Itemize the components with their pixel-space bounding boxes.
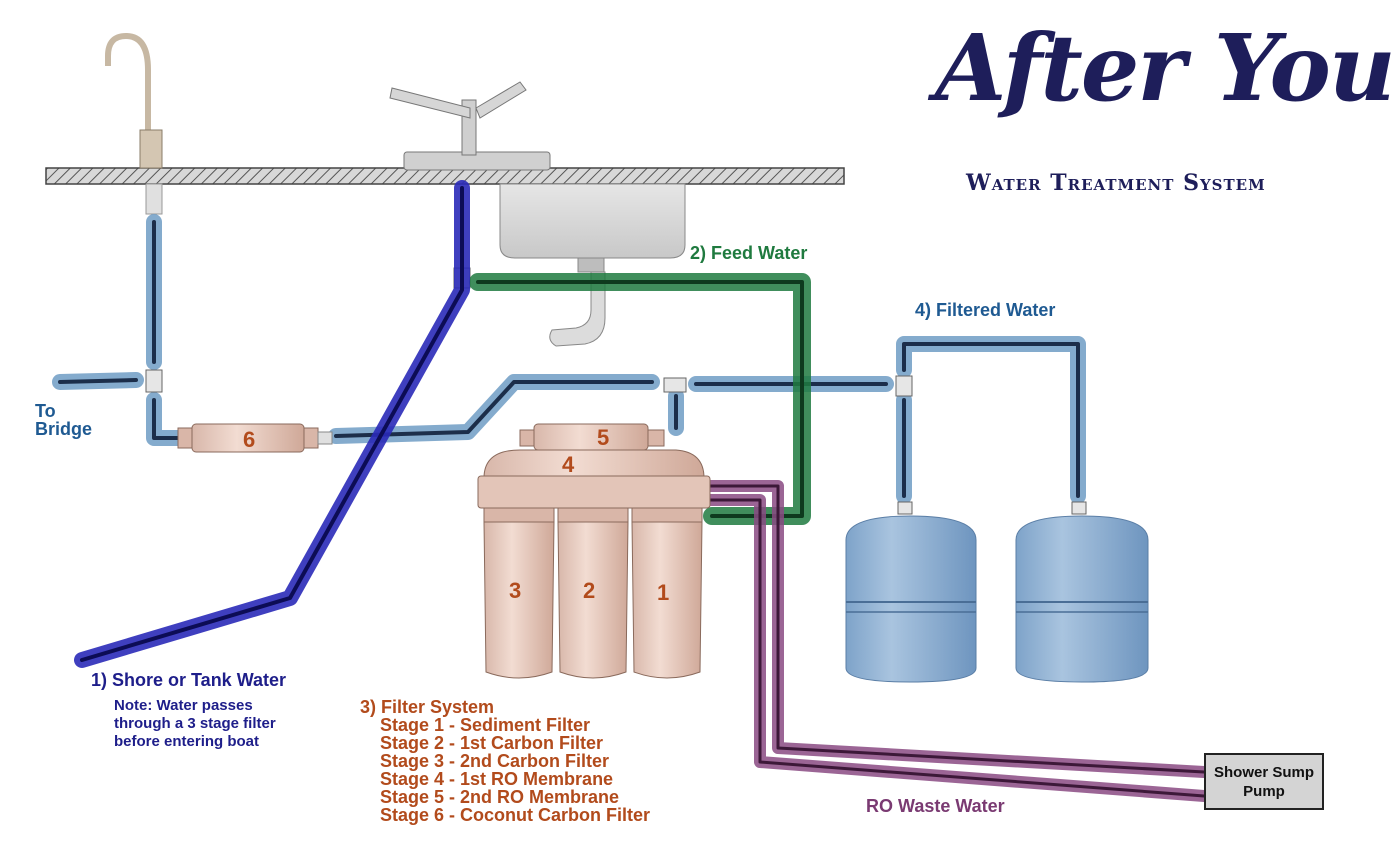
stage-item: Stage 5 - 2nd RO Membrane [380,787,620,807]
stage-item: Stage 2 - 1st Carbon Filter [380,733,604,753]
filter-number-4: 4 [562,452,575,477]
ro-waste-line [700,480,1210,802]
inline-filter-6 [177,423,333,453]
pump-line-1: Shower Sump [1213,763,1314,781]
filter-stage-list: Stage 1 - Sediment Filter Stage 2 - 1st … [380,716,650,824]
shore-water-label: 1) Shore or Tank Water [91,670,287,690]
stage-item: Stage 6 - Coconut Carbon Filter [380,805,651,825]
to-bridge-label: To Bridge [35,402,92,438]
storage-tank-right [1015,515,1149,683]
storage-tank-left [845,515,977,683]
filter-system-label: 3) Filter System [360,697,495,717]
note-line-3: before entering boat [114,733,260,750]
shower-sump-pump: Shower Sump Pump [1204,753,1324,810]
filter-number-2: 2 [583,578,596,603]
stage-item: Stage 1 - Sediment Filter [380,715,591,735]
filter-number-6: 6 [243,427,256,452]
stage-item: Stage 4 - 1st RO Membrane [380,769,614,789]
filtered-water-line [52,214,1086,504]
to-bridge-line-2: Bridge [35,419,93,439]
drinking-faucet-icon [105,32,163,215]
note-line-2: through a 3 stage filter [114,715,276,732]
ro-filter-system [477,423,711,679]
filter-number-5: 5 [597,425,610,450]
filtered-water-label: 4) Filtered Water [915,300,1056,320]
sink-faucet-icon [389,81,527,156]
to-bridge-line-1: To [35,401,56,421]
filter-number-1: 1 [657,580,670,605]
stage-item: Stage 3 - 2nd Carbon Filter [380,751,610,771]
ro-waste-label: RO Waste Water [866,796,1005,816]
app-title: After You [935,14,1396,122]
pump-line-2: Pump [1243,782,1285,800]
app-subtitle: Water Treatment System [966,170,1266,196]
feed-water-label: 2) Feed Water [690,243,808,263]
shore-water-note: Note: Water passes through a 3 stage fil… [114,697,276,751]
filter-number-3: 3 [509,578,522,603]
note-line-1: Note: Water passes [114,697,253,714]
shore-water-line [74,180,470,668]
